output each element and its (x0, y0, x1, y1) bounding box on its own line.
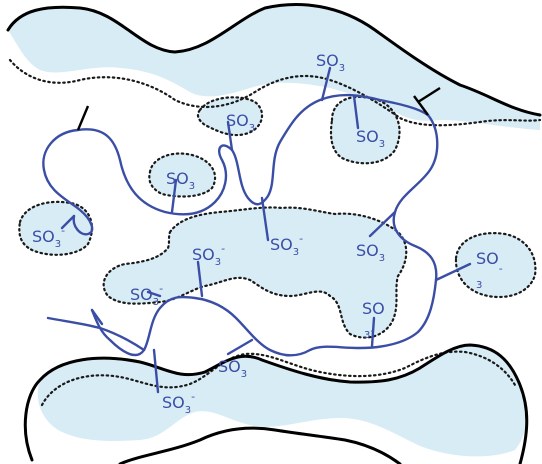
sulfonate-label: SO3- (162, 390, 195, 416)
bottom-boundary (23, 343, 529, 464)
dotted-cluster-4 (18, 200, 93, 256)
water-regions (8, 4, 540, 457)
top-boundary (6, 2, 542, 117)
phase-boundaries (6, 2, 542, 464)
sulfonate-label-subscript: 3- (364, 324, 374, 341)
sulfonate-label: SO3 (218, 357, 247, 380)
backbone-lower-left (46, 316, 146, 352)
sulfonate-label: SO3- (270, 232, 303, 258)
tethers (76, 86, 441, 131)
water-region-top (8, 4, 540, 131)
water-region-cluster-2 (149, 153, 216, 197)
dotted-cluster-1 (196, 96, 264, 137)
water-region-middle (103, 207, 407, 338)
side-chain-cluster-4 (60, 214, 76, 230)
side-chain-cluster-2 (170, 178, 178, 214)
dotted-cluster-5 (454, 232, 537, 299)
dotted-cluster-2 (148, 152, 217, 198)
sulfonate-label: SO3- (192, 242, 225, 268)
backbone-upper (42, 128, 94, 236)
backbone-right (90, 113, 439, 357)
bottom-boundary-inner (118, 426, 402, 464)
sulfonate-label-subscript: 3 (476, 280, 482, 291)
dotted-bottom-channel (40, 350, 517, 407)
polymer-backbone (42, 66, 472, 394)
sulfonate-label: SO3 (356, 241, 385, 264)
sulfonate-label: SO3- (130, 282, 163, 308)
sulfonate-label: SO3 (356, 127, 385, 150)
side-chain-top (320, 66, 332, 102)
sulfonate-label: SO- (476, 249, 503, 275)
sulfonate-labels: SO3 SO3 SO3 SO3 SO3- SO3- SO3- SO3 SO- 3… (32, 51, 503, 416)
side-chain-bottom-1 (226, 338, 254, 356)
side-chain-mid-4 (146, 290, 162, 298)
side-chain-mid-2 (368, 210, 397, 238)
side-chain-bottom-2 (152, 348, 160, 394)
side-chain-mid-5 (370, 316, 376, 348)
water-region-bottom (37, 345, 527, 457)
sulfonate-label: SO (362, 299, 385, 318)
side-chain-mid-1 (260, 196, 270, 242)
side-chain-left (90, 308, 104, 326)
sulfonate-label: SO3 (166, 169, 195, 192)
sulfonate-label: SO3 (316, 51, 345, 74)
dotted-top-channel (8, 58, 542, 127)
water-region-cluster-5 (455, 233, 536, 298)
tether-right-2 (417, 86, 441, 104)
side-chain-cluster-3 (352, 94, 360, 130)
side-chain-mid-3 (196, 260, 204, 298)
water-region-cluster-3 (331, 96, 400, 164)
side-chain-right (434, 262, 472, 282)
tether-left (76, 105, 90, 131)
side-chain-cluster-1 (226, 120, 234, 152)
tether-right (413, 95, 429, 116)
dotted-middle (102, 206, 408, 339)
sulfonate-label: SO3- (32, 224, 65, 250)
sulfonate-label: SO3 (226, 111, 255, 134)
